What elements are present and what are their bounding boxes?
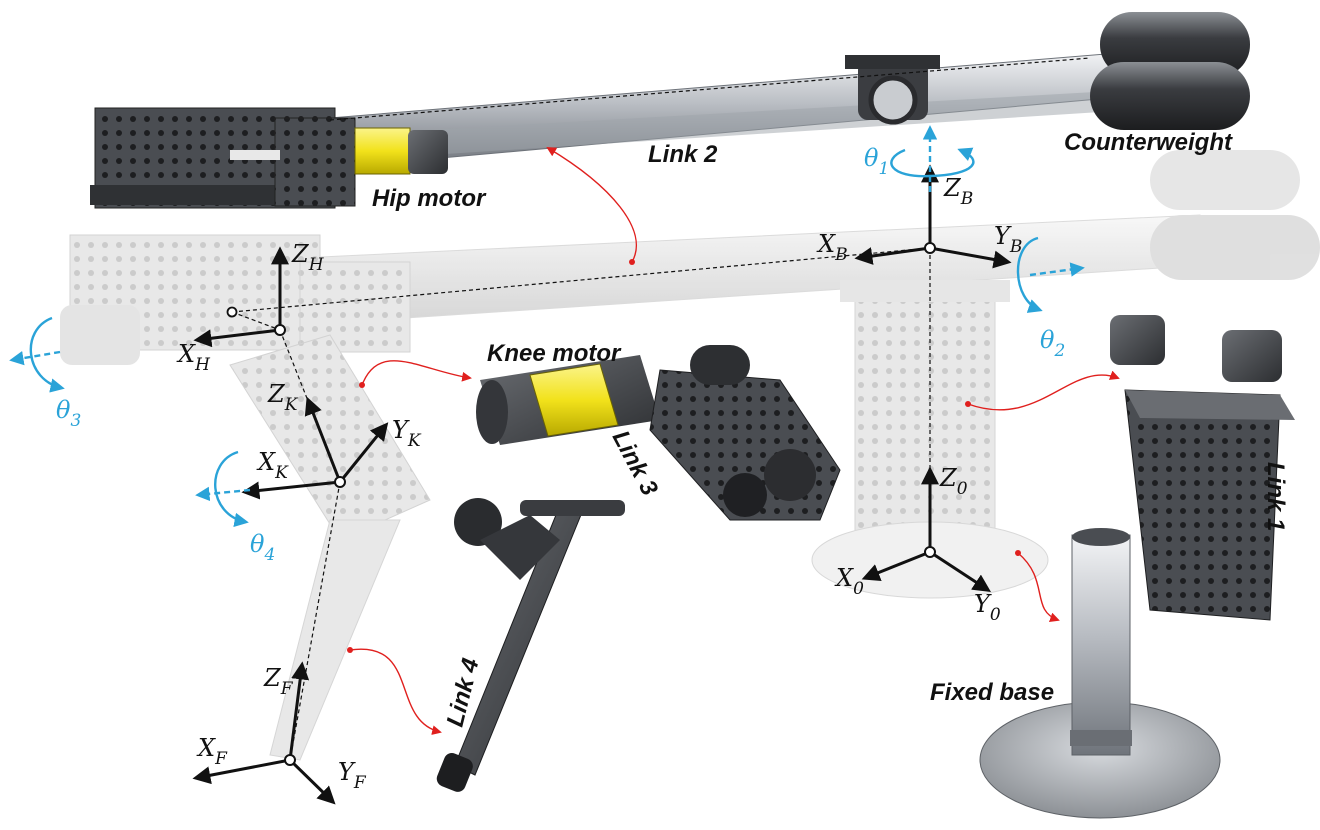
axis-label-yb: YB xyxy=(994,222,1022,257)
label-knee-motor: Knee motor xyxy=(487,340,622,367)
angle-label-theta2: θ2 xyxy=(1040,326,1065,361)
axis-label-xf: XF xyxy=(196,734,228,769)
axis-label-z0: Z0 xyxy=(939,464,968,499)
hip-motor-part xyxy=(90,107,448,209)
bearing-clamp-part xyxy=(845,55,940,125)
knee-motor-part xyxy=(476,355,660,445)
link3-part xyxy=(649,345,841,521)
axis-label-zb: ZB xyxy=(943,174,973,209)
axis-label-zf: ZF xyxy=(263,664,294,699)
leader-lines xyxy=(349,146,1120,735)
axis-label-zk: ZK xyxy=(267,380,299,415)
axis-label-zh: ZH xyxy=(291,240,325,275)
axis-label-y0: Y0 xyxy=(974,590,1001,625)
axis-label-yf: YF xyxy=(338,758,367,793)
link4-part xyxy=(436,498,625,792)
frame-f-axes xyxy=(192,661,336,805)
label-fixed-base: Fixed base xyxy=(930,679,1054,706)
angle-label-theta3: θ3 xyxy=(56,396,81,431)
axis-label-x0: X0 xyxy=(834,564,864,599)
label-link2: Link 2 xyxy=(648,141,718,168)
axis-label-xh: XH xyxy=(176,340,211,375)
angle-label-theta4: θ4 xyxy=(250,530,275,565)
frame-k-axes xyxy=(241,396,389,500)
frame-h-axes xyxy=(193,246,289,348)
fixed-base-part xyxy=(979,528,1221,819)
rotation-arrows xyxy=(9,125,1085,527)
part-labels: Hip motor Link 2 Counterweight Knee moto… xyxy=(372,129,1289,729)
counterweight-part xyxy=(1090,12,1250,130)
label-hip-motor: Hip motor xyxy=(372,185,487,212)
angle-labels: θ1 θ2 θ3 θ4 xyxy=(56,144,1065,565)
label-link3: Link 3 xyxy=(607,426,664,500)
label-link1: Link 1 xyxy=(1262,462,1289,531)
axis-label-xk: XK xyxy=(256,448,289,483)
origin-marker-hip-offset xyxy=(226,306,238,318)
frame-0-axes xyxy=(861,466,992,592)
angle-label-theta1: θ1 xyxy=(864,144,889,179)
link1-part xyxy=(1110,315,1295,621)
axis-labels: ZH XH ZK XK YK ZF XF YF ZB XB YB Z0 X0 Y… xyxy=(176,174,1022,793)
axis-label-xb: XB xyxy=(816,230,848,265)
axis-label-yk: YK xyxy=(392,416,422,451)
label-counterweight: Counterweight xyxy=(1064,129,1233,156)
leader-anchor-dots xyxy=(347,259,1021,653)
